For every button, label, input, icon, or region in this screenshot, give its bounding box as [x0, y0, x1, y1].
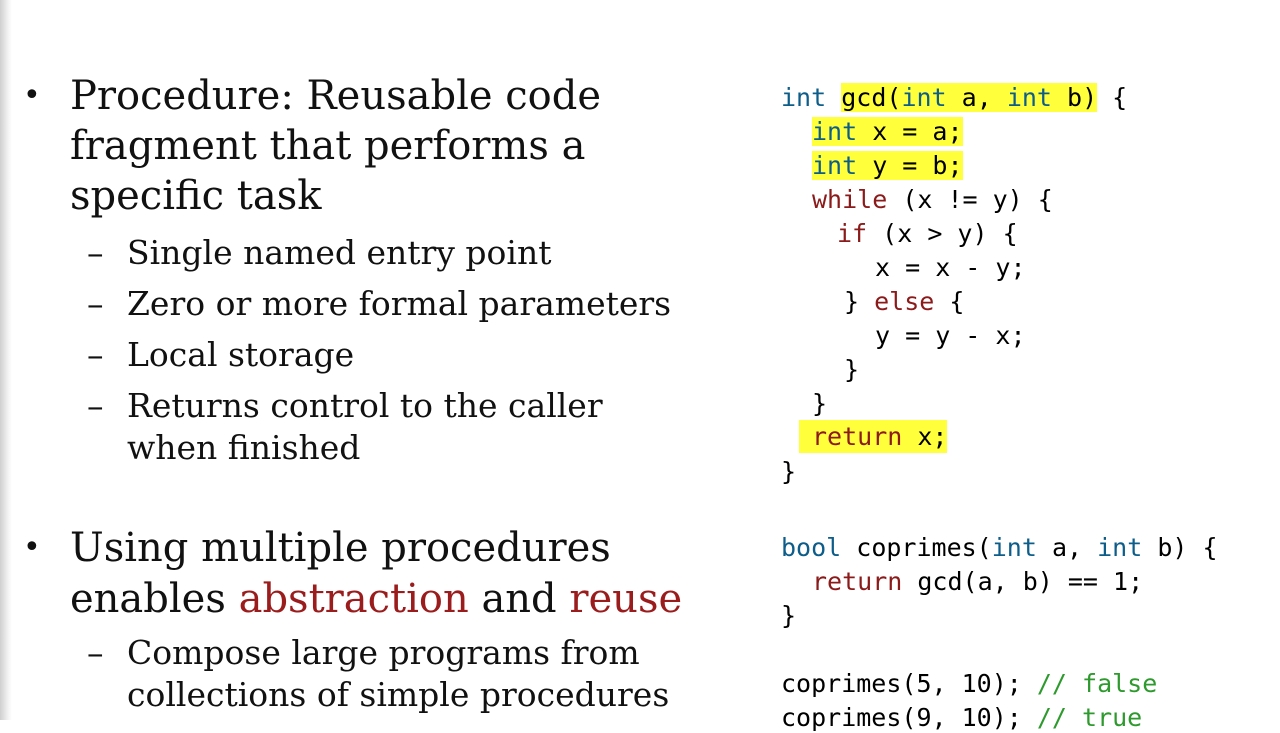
code-close-gcd: } — [781, 457, 797, 486]
code-decl-x: int x = a; — [812, 117, 963, 147]
highlight-decl-y: int y = b; — [812, 151, 963, 180]
slide-edge-shadow — [0, 0, 12, 720]
subitem-parameters: – Zero or more formal parameters — [87, 284, 672, 323]
dash-icon: – — [87, 633, 104, 672]
subitem-entry-point: – Single named entry point — [87, 233, 552, 272]
code-close-if: } — [844, 355, 860, 384]
highlight-gcd-signature: gcd(int a, int b) — [841, 83, 1098, 112]
dash-icon: – — [87, 284, 104, 323]
accent-reuse: reuse — [569, 576, 683, 622]
code-decl-y: int y = b; — [812, 151, 963, 181]
bullet-procedure-line3: specific task — [70, 173, 322, 219]
subitem-local-storage: – Local storage — [87, 335, 355, 374]
subitem-returns-control-cont: when finished — [127, 428, 361, 467]
code-coprimes-signature: bool coprimes(int a, int b) { — [781, 533, 1218, 562]
code-call-2: coprimes(9, 10); // true — [781, 703, 1143, 732]
bullet-procedure-line2: fragment that performs a — [70, 123, 586, 169]
dash-icon: – — [87, 335, 104, 374]
bullet-procedure-line1: • Procedure: Reusable code — [23, 73, 602, 119]
bullet-multiple-line2: enables abstraction and reuse — [70, 576, 683, 622]
accent-abstraction: abstraction — [238, 576, 469, 622]
code-assign-x: x = x - y; — [875, 253, 1026, 282]
code-else: } else { — [844, 287, 965, 316]
code-gcd-signature: int gcd(int a, int b) { — [781, 83, 1128, 112]
code-assign-y: y = y - x; — [875, 321, 1026, 350]
code-while: while (x != y) { — [812, 185, 1053, 214]
dash-icon: – — [87, 386, 104, 425]
code-if: if (x > y) { — [837, 219, 1018, 248]
bullet-multiple-line1: • Using multiple procedures — [23, 525, 611, 571]
subitem-compose-cont: collections of simple procedures — [127, 675, 670, 714]
code-coprimes-return: return gcd(a, b) == 1; — [812, 567, 1144, 596]
code-return-x: return x; — [799, 420, 948, 453]
bullet-dot-icon: • — [23, 78, 41, 113]
code-close-while: } — [812, 389, 828, 418]
code-comment-false: // false — [1036, 669, 1158, 698]
bullet-dot-icon: • — [23, 530, 41, 565]
subitem-compose: – Compose large programs from — [87, 633, 640, 672]
highlight-decl-x: int x = a; — [812, 117, 963, 146]
subitem-returns-control: – Returns control to the caller — [87, 386, 603, 425]
highlight-return: return x; — [799, 420, 948, 453]
dash-icon: – — [87, 233, 104, 272]
code-comment-true: // true — [1036, 703, 1143, 732]
code-close-coprimes: } — [781, 601, 797, 630]
code-call-1: coprimes(5, 10); // false — [781, 669, 1158, 698]
bullet-column: • Procedure: Reusable code fragment that… — [23, 73, 683, 714]
code-listing: int gcd(int a, int b) { int x = a; int y… — [781, 0, 1218, 732]
